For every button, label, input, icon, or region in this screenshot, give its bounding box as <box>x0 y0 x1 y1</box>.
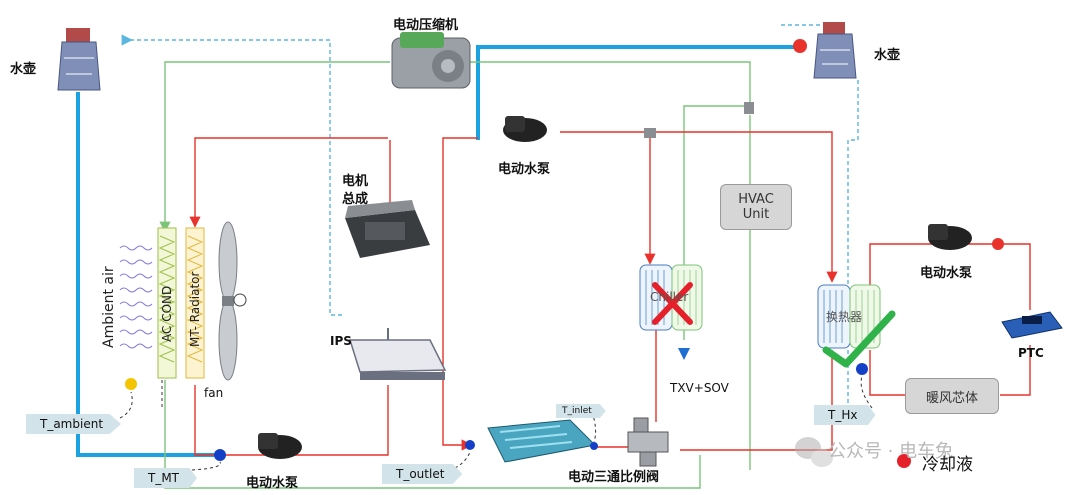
legend-coolant-dot <box>897 454 911 468</box>
kettle-right-label: 水壶 <box>874 48 901 63</box>
tee-fitting <box>644 128 656 138</box>
pump-top-label: 电动水泵 <box>498 162 551 177</box>
pipe-green-txv <box>683 105 745 340</box>
ptc-label: PTC <box>1018 346 1044 360</box>
hvac-unit-box: HVAC Unit <box>720 184 792 230</box>
ambient-air-label: Ambient air <box>101 266 117 348</box>
heater-core-box: 暖风芯体 <box>905 378 999 414</box>
pump-bottom-label: 电动水泵 <box>246 476 299 491</box>
pipe-red-heatercore <box>869 350 905 396</box>
pump-icon <box>503 116 547 142</box>
kettle-icon <box>813 22 857 79</box>
pipe-blue-top <box>476 45 800 140</box>
txv-valve-icon <box>678 348 690 360</box>
ptc-icon <box>1001 311 1063 339</box>
kettle-icon <box>57 28 101 91</box>
pipe-green-left <box>159 61 390 233</box>
pipe-red-pump-top <box>442 137 478 451</box>
sensor-dot <box>590 442 598 450</box>
pump-icon <box>258 433 302 459</box>
sensor-dot <box>214 449 226 461</box>
fan-label: fan <box>204 386 224 400</box>
kettle-left-label: 水壶 <box>10 62 37 77</box>
sensor-pointer <box>191 461 221 471</box>
t-mt-tag: T_MT <box>134 468 198 488</box>
coolant-dot-top <box>793 39 807 53</box>
t-ambient-tag: T_ambient <box>26 414 122 434</box>
compressor-icon <box>391 32 471 89</box>
motor-icon <box>345 200 430 258</box>
sensor-pointer <box>119 391 133 419</box>
radiator-icon <box>185 227 205 379</box>
pipe-green-bottom <box>164 380 701 489</box>
ambient-air-waves <box>119 245 153 349</box>
heat-exchanger-icon <box>817 284 881 349</box>
sensor-dot <box>856 363 868 375</box>
legend-coolant-label: 冷却液 <box>922 455 973 475</box>
fan-icon <box>218 221 247 381</box>
sensor-dot <box>465 440 475 450</box>
motor-label-1: 电机 <box>342 174 369 189</box>
pipe-dashed-blue-left <box>121 34 345 316</box>
wechat-icon <box>795 437 833 467</box>
hvac-line2: Unit <box>742 207 770 222</box>
tee-fitting <box>744 102 754 114</box>
pipe-red-to-hx <box>650 131 838 283</box>
ac-cond-icon <box>157 227 177 379</box>
cross-icon <box>652 282 693 325</box>
pump-right-label: 电动水泵 <box>920 266 973 281</box>
t-hx-tag: T_Hx <box>814 405 876 425</box>
txv-sov-label: TXV+SOV <box>670 381 729 395</box>
t-outlet-tag: T_outlet <box>382 464 463 484</box>
compressor-label: 电动压缩机 <box>393 18 459 33</box>
pipe-red-top-right <box>560 131 656 265</box>
heat-exchanger-label: 换热器 <box>826 310 863 324</box>
sensor-pointer <box>860 375 873 409</box>
three-way-valve-label: 电动三通比例阀 <box>568 470 660 485</box>
heater-core-label: 暖风芯体 <box>925 390 978 406</box>
ips-icon <box>348 328 447 380</box>
watermark-text: 公众号 · 电车兔 <box>828 441 954 462</box>
pipe-green-right <box>470 61 751 105</box>
pipe-blue-left <box>76 92 225 457</box>
pipe-red-ptc-down <box>1000 345 1031 396</box>
sensor-pointer <box>454 451 471 469</box>
coolant-dot-ptc <box>992 238 1004 250</box>
sensor-dot-ambient <box>125 378 137 390</box>
check-icon <box>822 310 896 368</box>
ips-label: IPS <box>330 334 352 348</box>
hvac-line1: HVAC <box>738 192 774 207</box>
mt-radiator-label: MT- Radiator <box>188 271 202 347</box>
motor-label-2: 总成 <box>342 192 369 207</box>
t-inlet-tag: T_inlet <box>556 404 606 418</box>
valve-icon <box>627 417 669 467</box>
pipe-red-valve-hx <box>680 350 833 451</box>
ac-cond-label: AC COND <box>160 285 174 342</box>
battery-icon <box>487 419 597 463</box>
pipe-red-top-left <box>189 137 388 228</box>
pipe-dashed-blue-right <box>847 80 859 420</box>
pump-icon <box>928 224 972 250</box>
chiller-label: Chiller <box>650 290 689 304</box>
